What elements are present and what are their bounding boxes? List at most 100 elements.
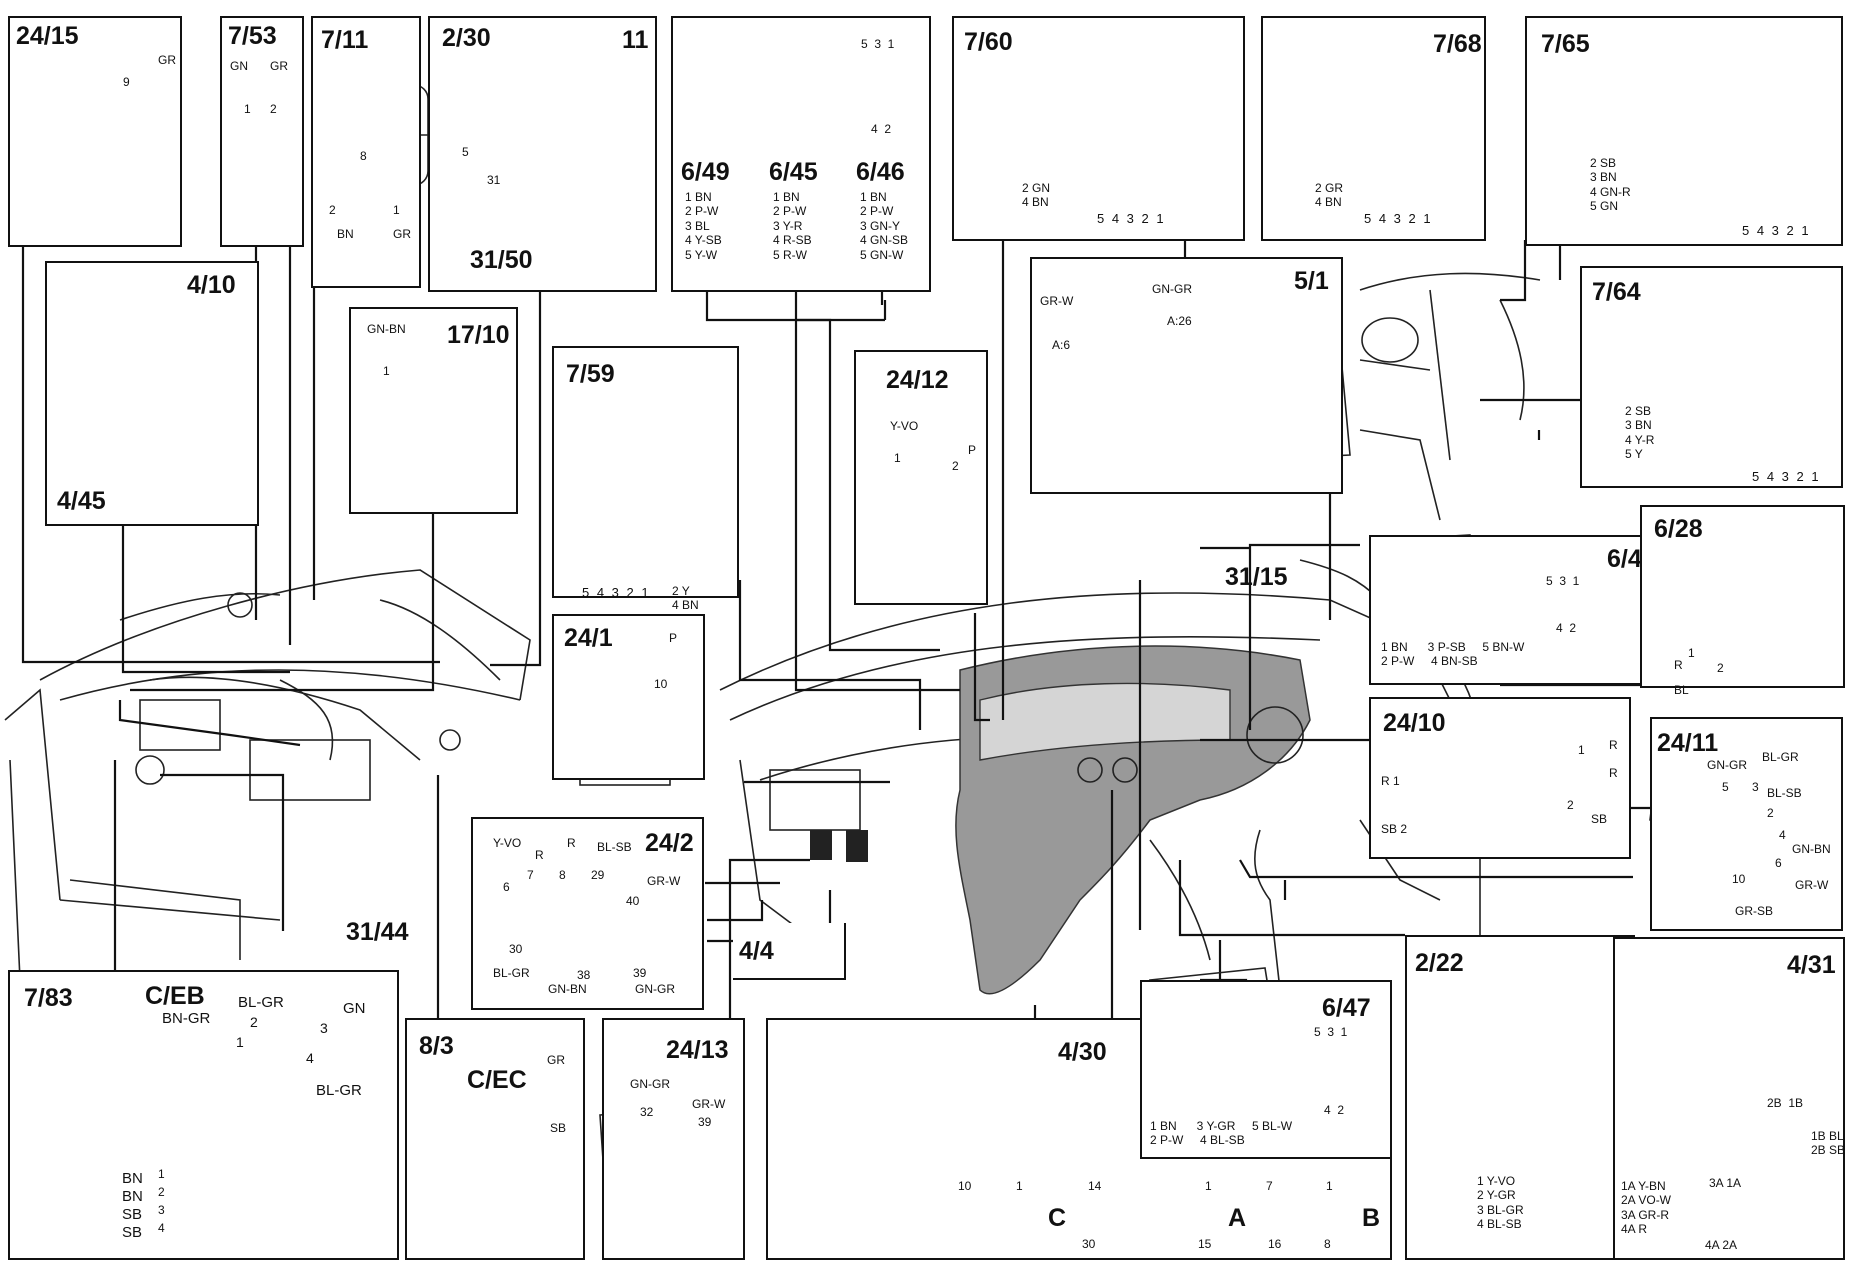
pin-label: A:26 — [1167, 314, 1192, 328]
component-7-65: 7/65 2 SB 3 BN 4 GN-R 5 GN 5 4 3 2 1 — [1525, 16, 1843, 246]
wire-color: GN — [230, 59, 248, 73]
component-id: 6/28 — [1654, 515, 1703, 543]
wire-list: 2 SB 3 BN 4 GN-R 5 GN — [1590, 156, 1631, 214]
wire-color: GR — [393, 227, 411, 241]
component-24-11: 24/11 GN-GR BL-GR 5 3 BL-SB 2 4 GN-BN 6 … — [1650, 717, 1843, 931]
wire-color: P — [669, 631, 678, 645]
wire-color: BL-SB — [597, 840, 632, 854]
component-6-49-6-45-6-46: 5 3 1 4 2 6/49 6/45 6/46 1 BN 2 P-W 3 BL… — [671, 16, 931, 292]
pin-number: 1 — [158, 1167, 165, 1181]
pin-number: 2 — [1567, 798, 1574, 812]
connector-pins-top: 5 3 1 — [1314, 1025, 1348, 1039]
pin-number: 1 — [1578, 743, 1585, 757]
pin-number: 7 — [1266, 1179, 1273, 1193]
connector-pins-top: 3A 1A — [1709, 1176, 1742, 1190]
component-id: 7/53 — [228, 22, 277, 50]
connector-pins-bottom: 4 2 — [1324, 1103, 1345, 1117]
pin-numbers: 5 4 3 2 1 — [1097, 211, 1166, 226]
component-24-1: 24/1 P 10 — [552, 614, 705, 780]
wire-list: 1 BN 2 P-W 3 GN-Y 4 GN-SB 5 GN-W — [860, 190, 909, 262]
component-id: 4/31 — [1787, 951, 1836, 979]
pin-number: 8 — [559, 868, 566, 882]
pin-number: 4 — [1779, 828, 1786, 842]
component-6-47: 6/47 5 3 1 4 2 1 BN 3 Y-GR 5 BL-W 2 P-W … — [1140, 980, 1392, 1159]
car-interior-sketch — [1359, 272, 1541, 521]
wire-color: BN — [337, 227, 354, 241]
pin-number: 7 — [527, 868, 534, 882]
pin-number: 16 — [1268, 1237, 1282, 1251]
wire-color: R — [1609, 738, 1618, 752]
wire-color: BN — [122, 1188, 143, 1205]
component-id: 24/1 — [564, 624, 613, 652]
engine-bay-sketch — [4, 569, 531, 1001]
connector-pins-top: 5 3 1 — [1546, 574, 1580, 588]
pin-number: 40 — [626, 894, 640, 908]
pin-number: 1 — [894, 451, 901, 465]
wire-color: GR-W — [1795, 878, 1829, 892]
component-id: 7/60 — [964, 28, 1013, 56]
pin-label: R 1 — [1381, 774, 1400, 788]
pin-number: 2 — [250, 1014, 258, 1030]
pin-number: 14 — [1088, 1179, 1102, 1193]
component-31-15-label: 31/15 — [1225, 563, 1288, 591]
component-2-22: 2/22 1 Y-VO 2 Y-GR 3 BL-GR 4 BL-SB — [1405, 935, 1635, 1260]
component-7-64: 7/64 2 SB 3 BN 4 Y-R 5 Y 5 4 3 2 1 — [1580, 266, 1843, 488]
sub-component-id: C/EB — [145, 982, 205, 1010]
component-24-13: 24/13 GN-GR GR-W 32 39 — [602, 1018, 745, 1260]
component-id: 7/11 — [321, 26, 369, 54]
component-id: 4/4 — [739, 937, 774, 965]
component-31-44-label: 31/44 — [346, 918, 409, 946]
component-id: 24/11 — [1657, 729, 1719, 757]
wire-color: BL-SB — [1767, 786, 1802, 800]
wire-list: 2 Y 4 BN — [672, 584, 699, 613]
pin-number: 8 — [1324, 1237, 1331, 1251]
pin-numbers: 5 4 3 2 1 — [582, 585, 651, 600]
component-id: 6/45 — [769, 158, 818, 186]
pin-number: 1 — [393, 203, 400, 217]
component-id: 17/10 — [447, 321, 510, 349]
component-id: 24/2 — [645, 829, 694, 857]
wire-color: GN-GR — [630, 1077, 670, 1091]
pin-number: 39 — [698, 1115, 712, 1129]
wire-color: BL-GR — [1762, 750, 1799, 764]
pin-number: 29 — [591, 868, 605, 882]
wire-color: P — [968, 443, 977, 457]
dashboard-sketch — [719, 559, 1481, 1000]
component-7-68: 7/68 2 GR 4 BN 5 4 3 2 1 — [1261, 16, 1486, 241]
component-8-3: 8/3 C/EC GR SB — [405, 1018, 585, 1260]
component-7-53: 7/53 GN GR 1 2 — [220, 16, 304, 247]
pin-number: 9 — [123, 75, 130, 89]
pin-number: 6 — [1775, 856, 1782, 870]
pin-number: 2 — [952, 459, 959, 473]
wire-color: R — [535, 848, 544, 862]
pin-numbers: 5 4 3 2 1 — [1752, 469, 1821, 484]
component-7-59: 7/59 2 Y 4 BN 5 4 3 2 1 — [552, 346, 739, 612]
pin-label: SB 2 — [1381, 822, 1408, 836]
wire-list: 1A Y-BN 2A VO-W 3A GR-R 4A R — [1621, 1179, 1672, 1237]
pin-number: 1 — [1205, 1179, 1212, 1193]
pin-number: 10 — [1732, 872, 1746, 886]
wire-color: R — [567, 836, 576, 850]
pin-number: 5 — [1722, 780, 1729, 794]
component-7-60-frame: 7/60 2 GN 4 BN 5 4 3 2 1 — [952, 16, 1245, 241]
wire-list: 1 BN 3 P-SB 5 BN-W 2 P-W 4 BN-SB — [1381, 640, 1525, 669]
pin-number: 1 — [1688, 646, 1695, 660]
wire-color: GR — [270, 59, 288, 73]
component-id: 2/30 — [442, 24, 491, 52]
pin-number: 39 — [633, 966, 647, 980]
pin-number: 31 — [487, 173, 501, 187]
wire-list: 1 BN 2 P-W 3 BL 4 Y-SB 5 Y-W — [685, 190, 722, 262]
wire-color: BL-GR — [238, 994, 284, 1011]
pin-number: 38 — [577, 968, 591, 982]
wire-color: GR-W — [692, 1097, 726, 1111]
component-6-48: 6/48 5 3 1 4 2 1 BN 3 P-SB 5 BN-W 2 P-W … — [1369, 535, 1661, 685]
pin-numbers: 2B 1B — [1767, 1096, 1804, 1110]
pin-label: A:6 — [1052, 338, 1071, 352]
wire-color: BL-GR — [493, 966, 530, 980]
wire-color: GR — [547, 1053, 565, 1067]
wire-list: 1 BN 3 Y-GR 5 BL-W 2 P-W 4 BL-SB — [1150, 1119, 1293, 1148]
wire-color: GN — [343, 1000, 366, 1017]
component-7-83: 7/83 C/EB BL-GR 2 GN 3 BN-GR 1 4 BL-GR B… — [8, 970, 399, 1260]
connector-pins-bottom: 4 2 — [1556, 621, 1577, 635]
wire-color: BL — [1674, 683, 1689, 697]
